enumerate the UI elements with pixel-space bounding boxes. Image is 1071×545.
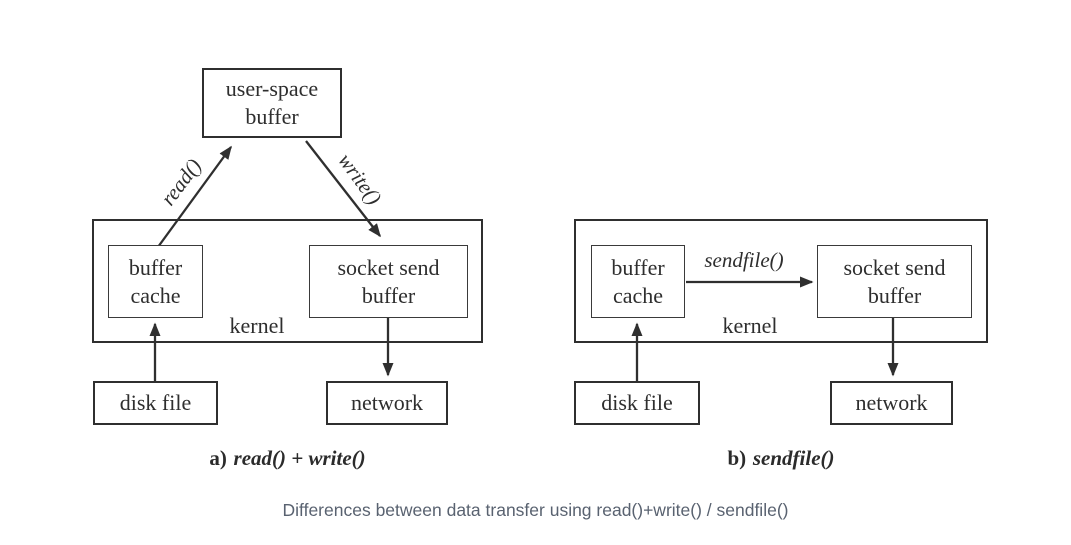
panel-caption-b-prefix: b) bbox=[727, 446, 747, 470]
buffer-cache-label-line2: cache bbox=[612, 282, 664, 308]
buffer-cache-box-a: buffer cache bbox=[108, 245, 203, 318]
panel-caption-a: a)read() + write() bbox=[92, 446, 483, 471]
network-label-a: network bbox=[350, 390, 424, 415]
disk-file-box-b: disk file bbox=[574, 381, 700, 425]
panel-caption-b-functions: sendfile() bbox=[752, 446, 835, 470]
figure-caption: Differences between data transfer using … bbox=[282, 500, 789, 520]
panel-caption-a-prefix: a) bbox=[209, 446, 227, 470]
read-arrow-label: read() bbox=[155, 154, 207, 210]
kernel-label-a: kernel bbox=[229, 313, 285, 338]
socket-send-buffer-label-line2: buffer bbox=[867, 282, 922, 308]
network-label-b: network bbox=[855, 390, 928, 415]
network-box-b: network bbox=[830, 381, 953, 425]
kernel-box-a bbox=[92, 219, 483, 343]
buffer-cache-box-b: buffer cache bbox=[591, 245, 685, 318]
disk-file-label-b: disk file bbox=[601, 390, 673, 415]
network-box-a: network bbox=[326, 381, 448, 425]
user-space-buffer-label-line1: user-space bbox=[225, 76, 319, 101]
kernel-box-b bbox=[574, 219, 988, 343]
panel-caption-b: b)sendfile() bbox=[574, 446, 988, 471]
sendfile-arrow-label: sendfile() bbox=[704, 248, 784, 272]
buffer-cache-label-line2: cache bbox=[130, 282, 181, 308]
disk-file-label-a: disk file bbox=[119, 390, 192, 415]
user-space-buffer-label-line2: buffer bbox=[245, 104, 299, 129]
socket-send-buffer-box-b: socket send buffer bbox=[817, 245, 972, 318]
write-arrow-label: write() bbox=[333, 148, 387, 210]
socket-send-buffer-label-line1: socket send bbox=[337, 254, 440, 280]
buffer-cache-label-line1: buffer bbox=[128, 254, 183, 280]
socket-send-buffer-label-line2: buffer bbox=[361, 282, 416, 308]
buffer-cache-label-line1: buffer bbox=[611, 254, 665, 280]
user-space-buffer-box: user-space buffer bbox=[202, 68, 342, 138]
socket-send-buffer-box-a: socket send buffer bbox=[309, 245, 468, 318]
panel-caption-a-functions: read() + write() bbox=[233, 446, 366, 470]
disk-file-box-a: disk file bbox=[93, 381, 218, 425]
socket-send-buffer-label-line1: socket send bbox=[843, 254, 946, 280]
kernel-label-b: kernel bbox=[722, 313, 778, 338]
